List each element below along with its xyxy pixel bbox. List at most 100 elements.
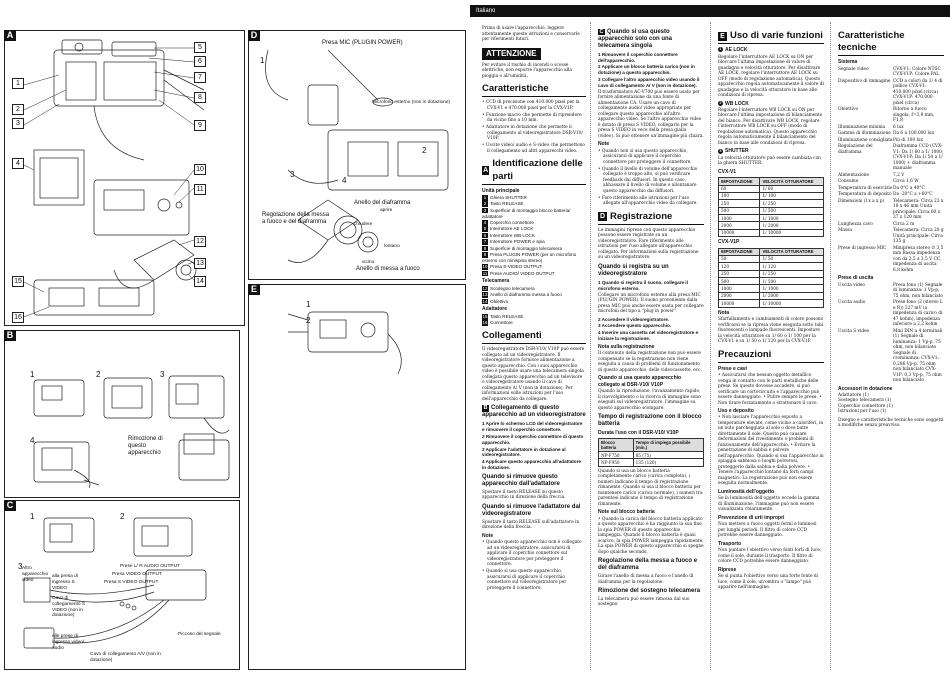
battery-text: Quando si usa un blocco batteria complet… [598, 468, 703, 507]
precaution-heading: Prese e cavi [718, 365, 747, 372]
label-ext-mic: Microfono esterno (non in dotazione) [372, 100, 451, 105]
figure-b-step-3: 3 [160, 370, 165, 379]
figure-c-step-1: 1 [30, 512, 35, 521]
note-item: • Fare riferimento alle istruzioni per l… [598, 195, 698, 207]
callout-11: 11 [194, 184, 206, 195]
label-close: chiudere [354, 222, 373, 227]
figure-e-step-1: 1 [306, 300, 311, 309]
figure-d-step-3: 3 [290, 170, 295, 179]
figure-b-letter: B [4, 330, 16, 341]
remove-text: Spostare il tasto RELEASE su questo appa… [482, 489, 566, 501]
cvx-v1-title: CVX-V1 [718, 168, 737, 175]
figure-d-drawing [265, 49, 449, 263]
focus-text: Girare l'anello di messa a fuoco e l'ane… [598, 574, 694, 585]
callout-8: 8 [194, 92, 206, 103]
dsr-title: Quando si usa questo apparecchio collega… [598, 375, 682, 388]
label-av-inputs: alle prese di ingresso video/ audio [52, 634, 85, 651]
step-item: 2 Accendere il videoregistratore. [598, 316, 670, 322]
figure-b-drawing [33, 375, 230, 489]
rec-note-text: Il contenuto della registrazione non può… [598, 351, 702, 373]
figure-c: C [4, 500, 240, 670]
notes-title: Note [598, 141, 610, 148]
step-item: 3 Applicare l'adattatore in dotazione al… [482, 446, 566, 458]
label-focus-ring: Anello di messa a fuoco [356, 266, 420, 272]
feature-1: • CCD di precisione con 410.000 pixel pe… [482, 100, 580, 111]
note-item: • Quando si usa questo apparecchio, assi… [482, 569, 567, 591]
outputs-title: Prese di uscita [838, 275, 874, 282]
figure-c-step-3: 3 [18, 562, 23, 571]
precaution-text: • Non lasciare l'apparecchio esposto a t… [718, 415, 824, 487]
text-panel: Italiano Prima di usare l'apparecchio, l… [470, 0, 950, 674]
rec-steps-text: Collegare un microfono esterno alla pres… [598, 292, 704, 315]
precaution-text: Se si punta l'obiettivo verso una forte … [718, 574, 818, 590]
callout-13: 13 [194, 258, 206, 269]
label-near: vicino [362, 260, 375, 265]
precaution-heading: Uso e deposito [718, 408, 754, 415]
feature-2: • Funzione macro che permette di riprend… [482, 112, 582, 124]
shutter-note: Sfarfallamento e cambiamenti di colore p… [718, 317, 824, 344]
figure-a-drawing [23, 39, 205, 318]
note-item: • Quando il livello di volume dell'appar… [598, 166, 698, 194]
main-unit-title: Unità principale [482, 187, 520, 194]
remove-adapter-text: Spostare il tasto RELEASE sull'adattator… [482, 519, 580, 531]
figure-c-drawing [23, 517, 207, 649]
figure-c-step-2: 2 [120, 512, 125, 521]
callout-12: 12 [194, 236, 206, 247]
label-av-cable: Cavo di collegamento A/V (non in dotazio… [90, 652, 161, 663]
remove-adapter-title: Quando si rimuove l'adattatore dal video… [482, 503, 581, 517]
figure-e-letter: E [248, 284, 260, 295]
figure-b: B [4, 330, 240, 498]
figure-b-step-1: 1 [30, 370, 35, 379]
label-audio-output: Prese L/ R AUDIO OUTPUT [120, 564, 180, 569]
remove-camera-title: Rimozione del sostegno telecamera [598, 588, 701, 595]
figure-d-step-1: 1 [260, 56, 265, 65]
label-iris-ring: Anello del diaframma [354, 200, 411, 206]
label-svideo-input: alla presa di ingresso S VIDEO [52, 574, 78, 591]
number-3-icon: 3 [718, 148, 723, 154]
precaution-heading: Riprese [718, 566, 737, 573]
figures-panel: A [0, 0, 470, 674]
specs-title: Caratteristiche tecniche [838, 30, 944, 57]
intro-text: Prima di usare l'apparecchio, leggere at… [482, 26, 580, 42]
precaution-heading: Trasporto [718, 540, 742, 547]
figure-a: A [4, 30, 245, 326]
figure-b-step-4: 4 [30, 436, 35, 445]
remove-title: Quando si rimuove questo apparecchio dal… [482, 474, 560, 487]
notes-title: Note [482, 532, 494, 539]
system-title: Sistema [838, 59, 858, 66]
cvx-v1p-title: CVX-V1P [718, 239, 740, 246]
label-other-video: Altro apparecchio video [22, 566, 49, 583]
language-bar: Italiano [470, 5, 950, 17]
precaution-text: Non mettere a fuoco oggetti fermi e lumi… [718, 522, 817, 539]
label-svideo-cable: Cavo di collegamento S VIDEO (non in dot… [52, 596, 86, 619]
accessories-title: Accessori in dotazione [838, 385, 893, 392]
recording-sub-title: Quando si registra su un videoregistrato… [598, 263, 669, 277]
list-item: Coperchio connettore (1) [838, 403, 893, 409]
